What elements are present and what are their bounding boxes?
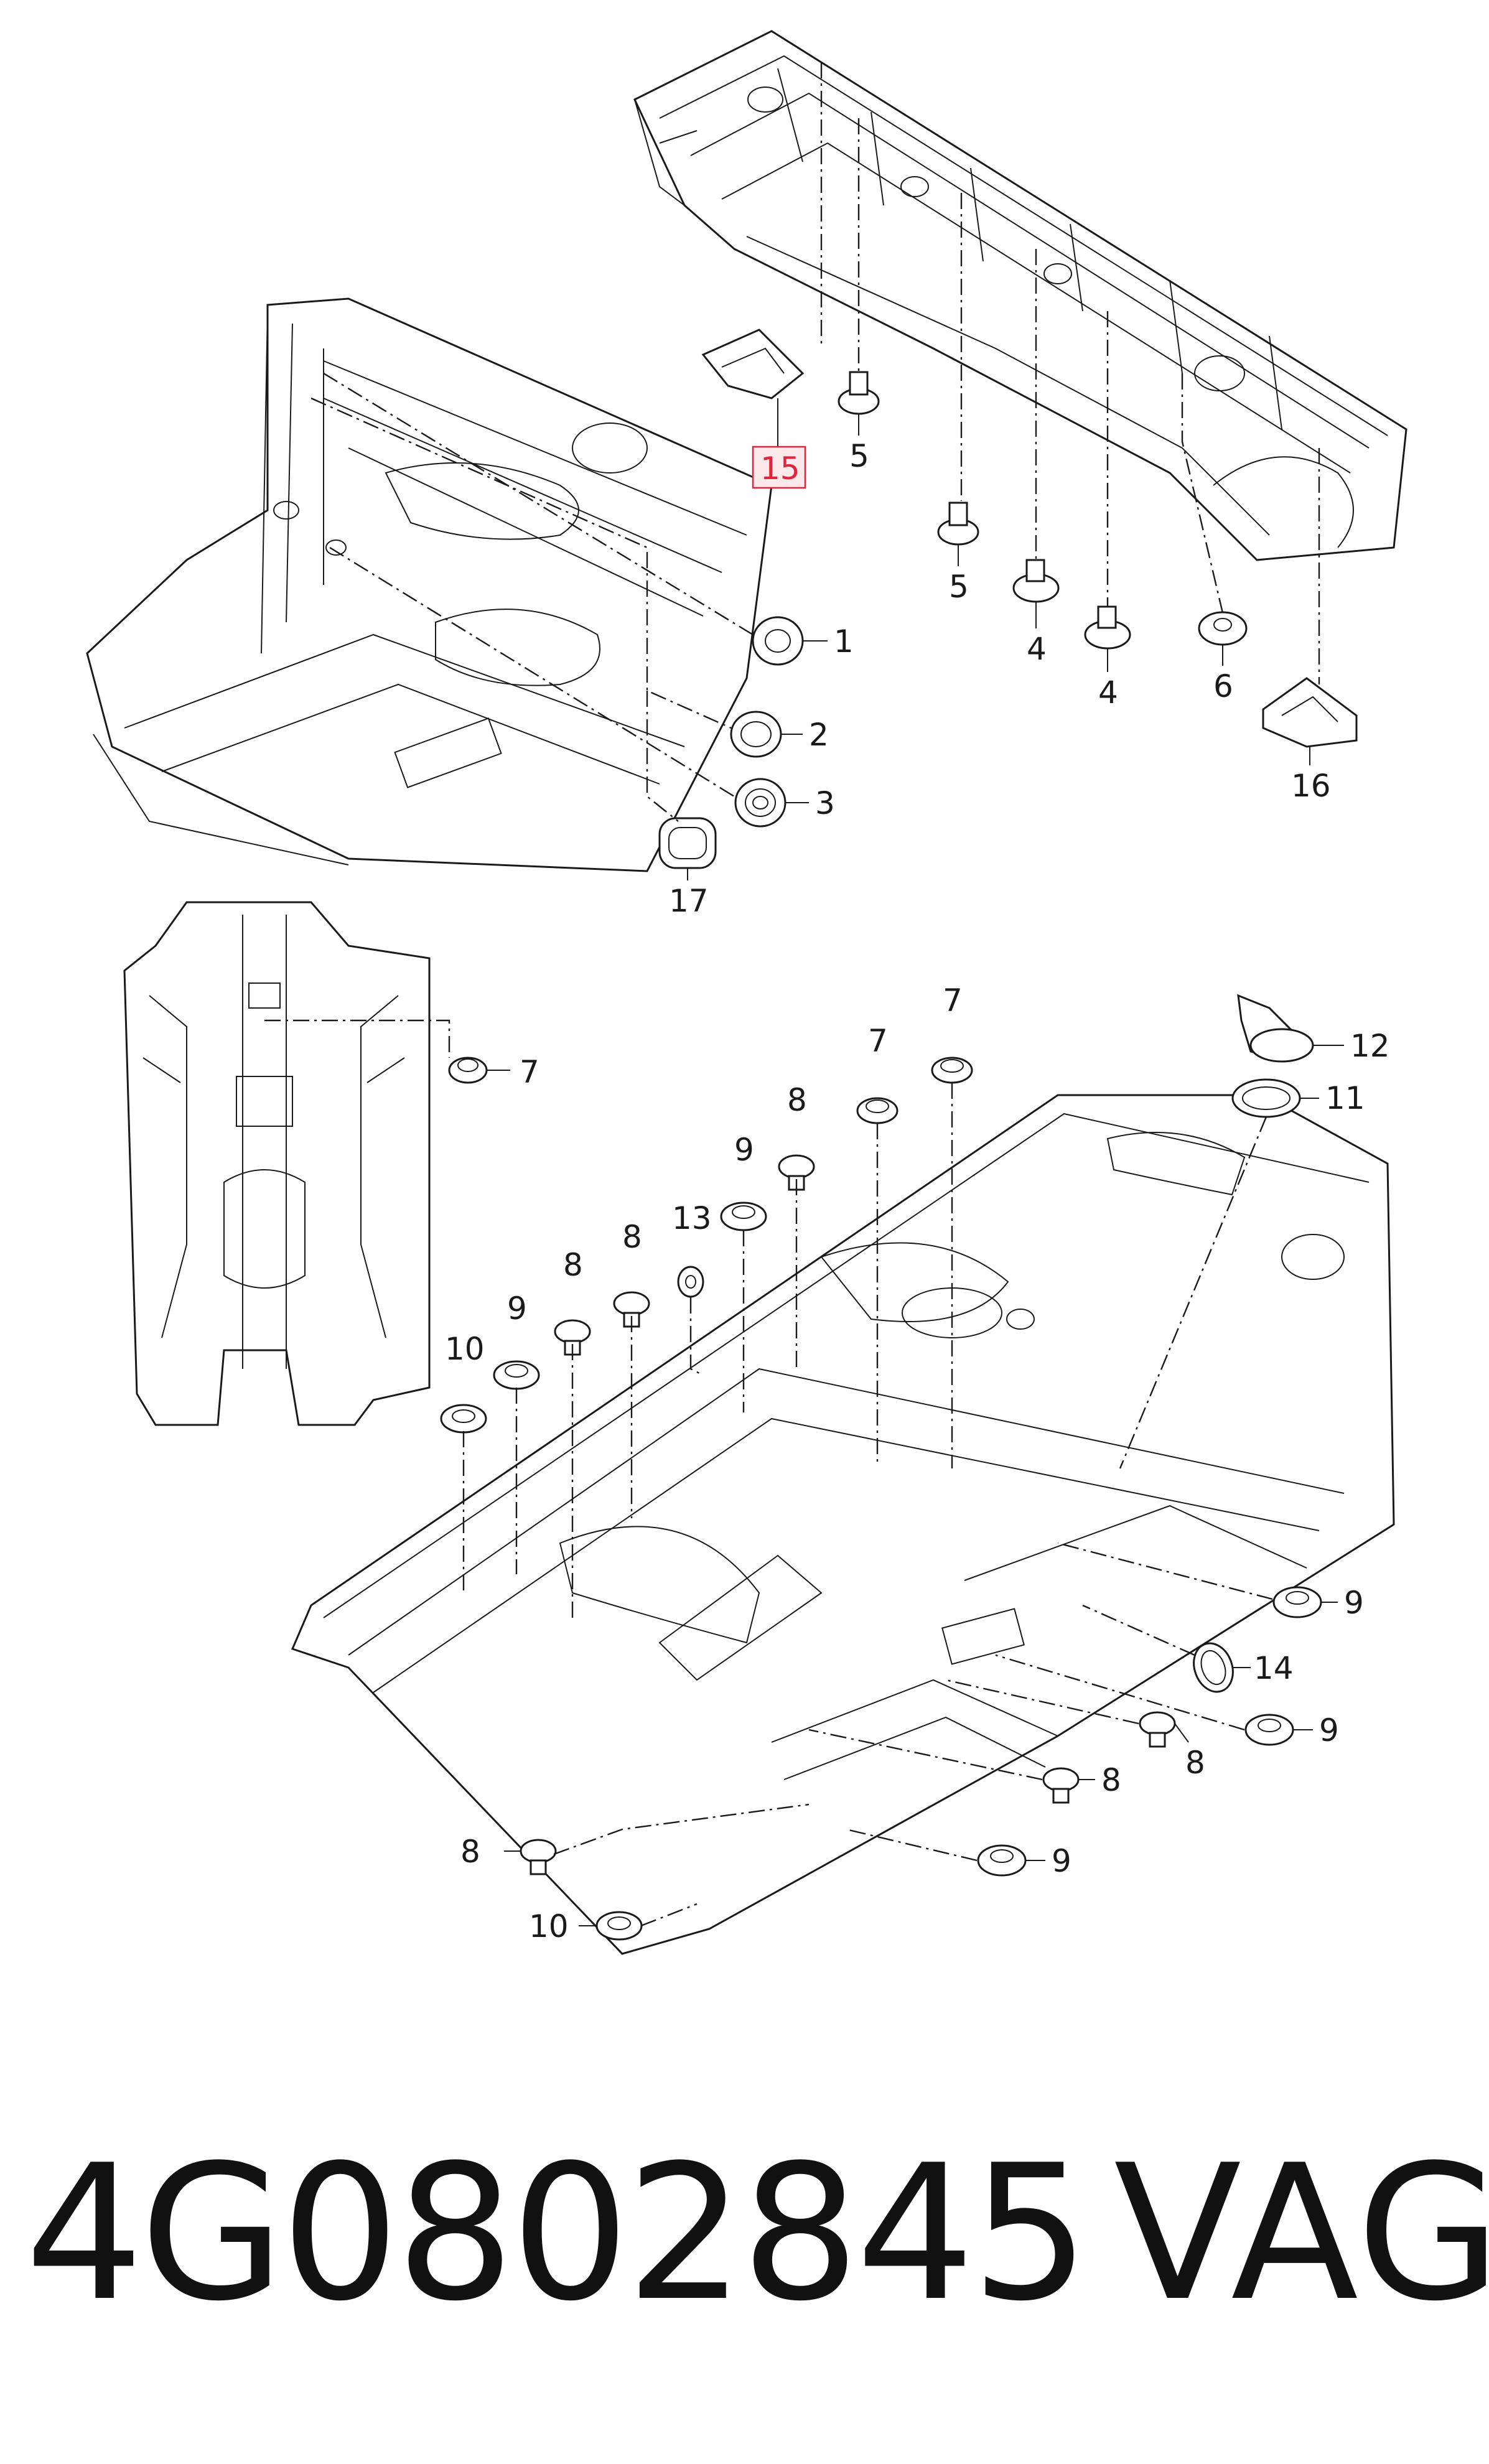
callout-13[interactable]: 13 xyxy=(672,1200,712,1236)
callout-5b[interactable]: 5 xyxy=(949,569,969,605)
seal-14-icon[interactable] xyxy=(1187,1638,1239,1697)
leader-lines xyxy=(264,62,1320,1927)
callout-7b[interactable]: 7 xyxy=(868,1023,888,1059)
valve-12-icon[interactable] xyxy=(1237,994,1314,1063)
callout-17[interactable]: 17 xyxy=(669,883,709,919)
callout-8a[interactable]: 8 xyxy=(787,1082,807,1118)
plug-6-icon[interactable] xyxy=(1198,611,1248,646)
clip-8a-icon[interactable] xyxy=(778,1154,815,1191)
callout-labels: 1 2 3 17 15 5 5 4 4 6 16 7 12 11 7 7 8 9… xyxy=(445,438,1390,1944)
callout-8b[interactable]: 8 xyxy=(622,1219,642,1255)
callout-12[interactable]: 12 xyxy=(1350,1028,1390,1064)
underbody-top-view-drawing xyxy=(123,901,431,1426)
callout-14[interactable]: 14 xyxy=(1254,1650,1294,1686)
callout-10a[interactable]: 10 xyxy=(445,1331,485,1367)
ring-11-icon[interactable] xyxy=(1231,1078,1301,1118)
callout-5a[interactable]: 5 xyxy=(849,438,869,474)
callout-ticks xyxy=(487,398,1344,1926)
rear-cross-member-drawing xyxy=(633,30,1407,561)
callout-7c[interactable]: 7 xyxy=(943,982,963,1019)
plug-9b-icon[interactable] xyxy=(493,1360,540,1390)
plug-9a-icon[interactable] xyxy=(720,1202,767,1231)
callout-9c[interactable]: 9 xyxy=(1344,1585,1364,1621)
plug-7b-icon[interactable] xyxy=(856,1097,899,1124)
bracket-16-icon[interactable] xyxy=(1262,677,1358,748)
grommet-2-icon[interactable] xyxy=(730,711,782,758)
plug-7c-icon[interactable] xyxy=(931,1057,973,1084)
plug-9e-icon[interactable] xyxy=(977,1844,1027,1877)
callout-8e[interactable]: 8 xyxy=(1101,1762,1121,1798)
callout-11[interactable]: 11 xyxy=(1325,1080,1365,1116)
callout-2[interactable]: 2 xyxy=(809,717,829,753)
callout-9a[interactable]: 9 xyxy=(734,1132,754,1168)
callout-4a[interactable]: 4 xyxy=(1027,631,1047,667)
main-floor-pan-drawing xyxy=(291,1094,1395,1955)
clip-13-icon[interactable] xyxy=(677,1266,704,1298)
callout-6[interactable]: 6 xyxy=(1213,668,1233,704)
callout-4b[interactable]: 4 xyxy=(1098,674,1118,711)
callout-9b[interactable]: 9 xyxy=(507,1290,527,1327)
callout-3[interactable]: 3 xyxy=(815,785,835,821)
bracket-15-icon[interactable] xyxy=(701,329,805,399)
clip-8b-icon[interactable] xyxy=(613,1291,650,1328)
seal-17-icon[interactable] xyxy=(658,817,717,869)
callout-10b[interactable]: 10 xyxy=(529,1908,569,1944)
clip-5b-icon[interactable] xyxy=(937,502,979,546)
callout-8d[interactable]: 8 xyxy=(1185,1745,1205,1781)
clip-8c-icon[interactable] xyxy=(554,1319,591,1356)
callout-8f[interactable]: 8 xyxy=(460,1834,480,1870)
clip-8f-icon[interactable] xyxy=(520,1839,557,1875)
callout-1[interactable]: 1 xyxy=(834,623,854,660)
clip-8e-icon[interactable] xyxy=(1042,1767,1080,1804)
clip-4b-icon[interactable] xyxy=(1084,605,1131,650)
callout-15[interactable]: 15 xyxy=(760,450,800,487)
callout-16[interactable]: 16 xyxy=(1291,768,1331,804)
plug-9c-icon[interactable] xyxy=(1272,1586,1322,1618)
brand-text: VAG xyxy=(1114,2125,1489,2342)
callout-7a[interactable]: 7 xyxy=(520,1054,539,1090)
grommet-10b-icon[interactable] xyxy=(595,1911,643,1941)
clip-4a-icon[interactable] xyxy=(1012,559,1060,603)
grommet-10a-icon[interactable] xyxy=(440,1404,487,1434)
callout-8c[interactable]: 8 xyxy=(563,1247,583,1283)
front-floor-drawing xyxy=(86,297,773,872)
parts-layer xyxy=(440,329,1358,1941)
callout-9d[interactable]: 9 xyxy=(1319,1712,1339,1748)
grommet-1-icon[interactable] xyxy=(752,616,804,666)
callout-9e[interactable]: 9 xyxy=(1052,1843,1071,1879)
part-number-text: 4G0802845 xyxy=(25,2125,1090,2342)
plug-9d-icon[interactable] xyxy=(1244,1714,1294,1746)
clip-5a-icon[interactable] xyxy=(838,371,880,415)
callout-15-highlight xyxy=(752,446,806,489)
clip-8d-icon[interactable] xyxy=(1139,1711,1176,1748)
grommet-3-icon[interactable] xyxy=(734,778,787,828)
plug-7a-icon[interactable] xyxy=(448,1057,488,1084)
